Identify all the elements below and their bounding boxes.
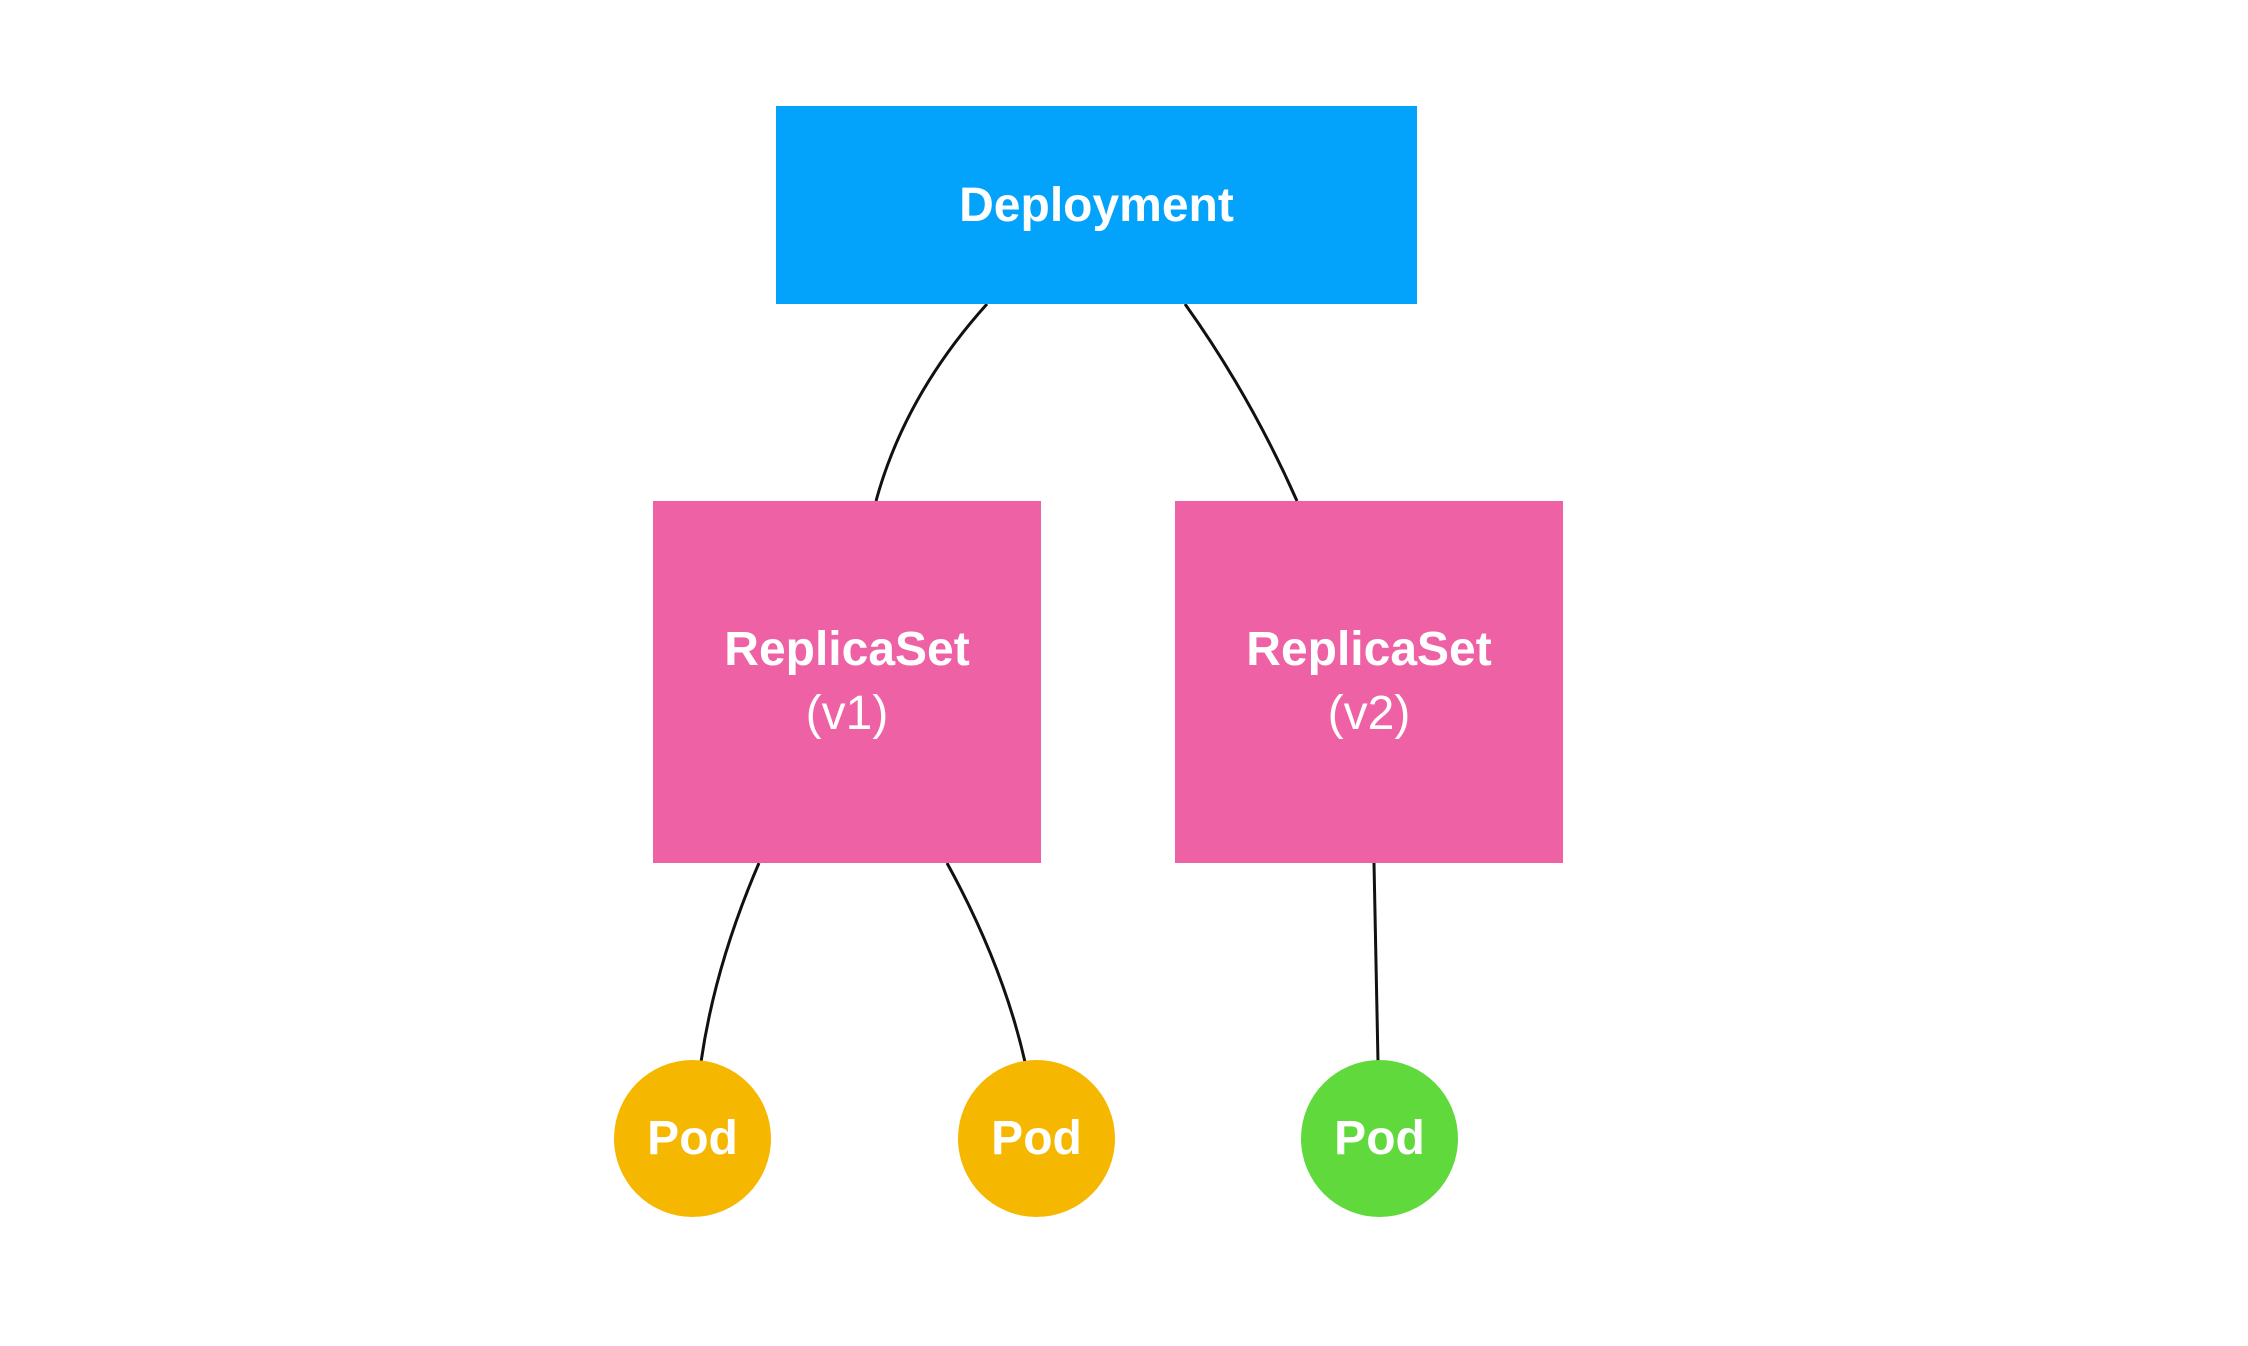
replicaset-v2-node[interactable]: ReplicaSet (v2): [1175, 501, 1563, 863]
replicaset-v1-label: ReplicaSet: [724, 623, 970, 676]
deployment-label: Deployment: [959, 178, 1234, 232]
pod-2-label: Pod: [991, 1112, 1082, 1165]
pod-3-node[interactable]: Pod: [1301, 1060, 1458, 1217]
replicaset-v1-node[interactable]: ReplicaSet (v1): [653, 501, 1041, 863]
pod-3-label: Pod: [1334, 1112, 1425, 1165]
edge-deployment-to-replicaset-v2: [1183, 303, 1299, 502]
replicaset-v2-version: (v2): [1327, 687, 1411, 740]
replicaset-v1-version: (v1): [805, 687, 889, 740]
pod-1-label: Pod: [647, 1112, 738, 1165]
edge-deployment-to-replicaset-v1: [874, 302, 989, 502]
pod-1-node[interactable]: Pod: [614, 1060, 771, 1217]
edge-replicaset-v1-to-pod-2: [945, 862, 1027, 1063]
edge-replicaset-v1-to-pod-1: [699, 862, 761, 1063]
edge-replicaset-v2-to-pod-3: [1372, 862, 1380, 1063]
replicaset-v2-label: ReplicaSet: [1246, 623, 1492, 676]
deployment-node[interactable]: Deployment: [776, 106, 1417, 304]
pod-2-node[interactable]: Pod: [958, 1060, 1115, 1217]
